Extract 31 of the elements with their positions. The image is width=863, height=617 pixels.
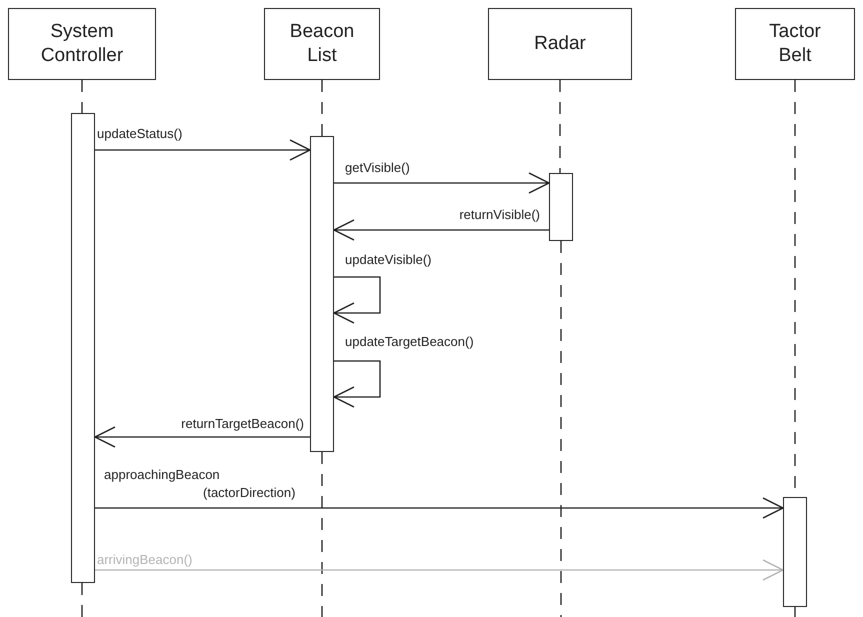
self-message-arrow <box>333 360 381 408</box>
lifeline <box>321 80 323 136</box>
participant-box <box>8 8 156 80</box>
message-label: returnVisible() <box>459 206 540 224</box>
message-label: updateVisible() <box>345 251 432 269</box>
message-arrow <box>94 426 310 448</box>
message-label: updateStatus() <box>97 125 182 143</box>
lifeline <box>81 80 83 113</box>
message-arrow <box>95 139 311 161</box>
message-arrow <box>333 219 549 241</box>
message-label: approachingBeacon (tactorDirection) <box>104 466 296 502</box>
message-arrow <box>95 559 784 581</box>
self-message-arrow <box>333 276 381 324</box>
participant-name: Tactor Belt <box>768 20 822 68</box>
message-label: updateTargetBeacon() <box>345 333 474 351</box>
message-label: returnTargetBeacon() <box>181 415 304 433</box>
participant-name: Radar <box>534 32 586 56</box>
participant-box <box>488 8 632 80</box>
participant-name: System Controller <box>40 20 124 68</box>
activation-bar <box>71 113 95 583</box>
participant-box <box>735 8 855 80</box>
lifeline <box>559 80 561 173</box>
message-arrow <box>95 497 784 519</box>
activation-bar <box>549 173 573 241</box>
activation-bar <box>783 497 807 607</box>
message-label: getVisible() <box>345 159 410 177</box>
message-arrow <box>334 172 550 194</box>
participant-name: Beacon List <box>288 20 356 68</box>
participant-box <box>264 8 380 80</box>
message-label: arrivingBeacon() <box>97 551 192 569</box>
activation-bar <box>310 136 334 452</box>
